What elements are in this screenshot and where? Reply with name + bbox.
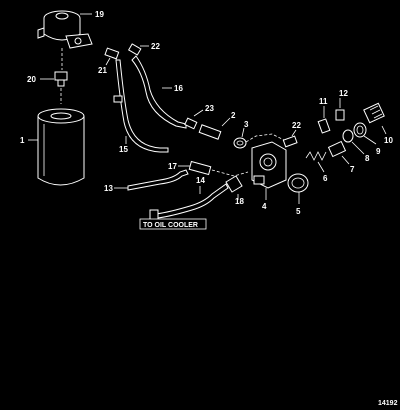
plug-10-part xyxy=(363,102,385,124)
figure-number: 14192 xyxy=(378,400,398,407)
callout-12: 12 xyxy=(339,89,348,98)
callout-22-top: 22 xyxy=(151,42,160,51)
callout-5: 5 xyxy=(296,207,301,216)
spring-6-part xyxy=(305,151,327,161)
callout-20: 20 xyxy=(27,75,36,84)
callout-19: 19 xyxy=(95,10,104,19)
callout-13: 13 xyxy=(104,184,113,193)
fitting-17-part xyxy=(188,160,212,176)
adapter-body-part xyxy=(251,141,287,189)
elbow-fitting-part xyxy=(104,47,120,60)
elbow-18-part xyxy=(225,175,243,193)
hose-16-part xyxy=(131,55,187,129)
callout-11: 11 xyxy=(319,97,328,106)
gasket-5-part xyxy=(287,173,309,193)
destination-label: TO OIL COOLER xyxy=(143,222,198,229)
sender-11-part xyxy=(317,118,331,134)
hose-clamp-part xyxy=(113,95,123,103)
fitting-part xyxy=(54,71,68,87)
o-ring-9-part xyxy=(353,122,367,138)
destination-label-box xyxy=(139,218,207,230)
callout-9: 9 xyxy=(376,147,381,156)
callout-18: 18 xyxy=(235,197,244,206)
valve-7-part xyxy=(327,140,347,158)
callout-8: 8 xyxy=(365,154,370,163)
callout-4: 4 xyxy=(262,202,267,211)
hose-14-part xyxy=(155,183,229,219)
switch-12-part xyxy=(335,98,345,121)
fitting-22-right-part xyxy=(282,135,298,148)
callout-3: 3 xyxy=(244,120,249,129)
callout-15: 15 xyxy=(119,145,128,154)
callout-2: 2 xyxy=(231,111,236,120)
oil-filter-part xyxy=(37,108,85,186)
hose-15-part xyxy=(115,59,169,153)
fitting-23-part xyxy=(184,117,198,130)
callout-21: 21 xyxy=(98,66,107,75)
callout-17: 17 xyxy=(168,162,177,171)
hose-fitting-part xyxy=(127,43,142,56)
callout-16: 16 xyxy=(174,84,183,93)
callout-14: 14 xyxy=(196,176,205,185)
washer-8-part xyxy=(342,129,354,143)
callout-6: 6 xyxy=(323,174,328,183)
callout-10: 10 xyxy=(384,136,393,145)
line-13-part xyxy=(127,169,189,191)
o-ring-3-part xyxy=(233,137,247,149)
callout-1: 1 xyxy=(20,136,25,145)
callout-7: 7 xyxy=(350,165,355,174)
fitting-2-part xyxy=(198,124,222,140)
filter-adapter-part xyxy=(37,10,93,49)
callout-23: 23 xyxy=(205,104,214,113)
hose-end-fitting-part xyxy=(149,209,159,221)
callout-22-right: 22 xyxy=(292,121,301,130)
